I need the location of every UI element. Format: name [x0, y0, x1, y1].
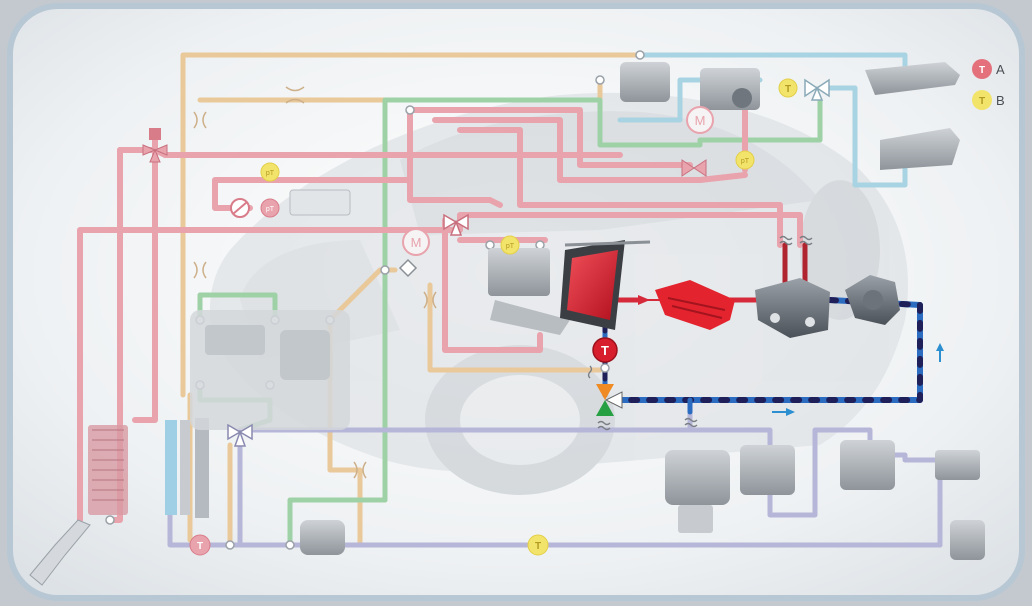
legend-item-b-symbol: T	[979, 96, 985, 107]
pt-sensor-label-3: pT	[506, 243, 515, 250]
upper-module-icon	[620, 62, 760, 110]
temperature-sensor-icon: T T T T	[189, 78, 798, 556]
legend-item-b-label: B	[996, 93, 1005, 108]
three-way-valve-icon	[142, 78, 830, 447]
inverter-icon	[755, 278, 830, 338]
radiator-icon	[88, 425, 128, 515]
pump-icon	[845, 275, 900, 325]
pt-sensor-label-4: pT	[266, 206, 275, 213]
pt-sensor-label-1: pT	[266, 170, 275, 177]
flow-direction-arrow-icon	[638, 295, 944, 416]
engine-block-icon	[190, 310, 350, 430]
legend-item-b: T B	[972, 90, 1005, 110]
flow-restrictors	[193, 86, 437, 479]
t-sensor-label-1: T	[785, 84, 791, 95]
control-unit-icon	[289, 189, 351, 216]
pt-sensor-label-2: pT	[741, 158, 750, 165]
reservoir-icon	[488, 248, 570, 335]
electric-heater-icon	[655, 280, 735, 330]
electric-motor-icon: M M	[230, 106, 714, 256]
t-sensor-label-2: T	[197, 541, 203, 552]
lower-pump-icon	[300, 520, 345, 555]
tank-icon	[29, 519, 91, 586]
legend-item-a-label: A	[996, 62, 1005, 77]
legend-item-a: T A	[972, 59, 1005, 79]
battery-modules-icon	[865, 62, 960, 170]
pressure-temperature-sensor-icon: pT pT pT pT	[260, 150, 755, 255]
components	[29, 62, 985, 586]
climate-module-icon	[665, 440, 985, 560]
motor-label-1: M	[695, 113, 706, 128]
heat-exchanger-icon	[560, 240, 651, 330]
legend: T A T B	[972, 59, 1005, 110]
t-sensor-label-3: T	[535, 541, 541, 552]
pipe-break-symbols	[587, 235, 813, 431]
legend-item-a-symbol: T	[979, 65, 985, 76]
t-sensor-label-active: T	[601, 343, 609, 358]
motor-label-2: M	[411, 235, 422, 250]
condenser-fan-icon	[165, 418, 209, 518]
